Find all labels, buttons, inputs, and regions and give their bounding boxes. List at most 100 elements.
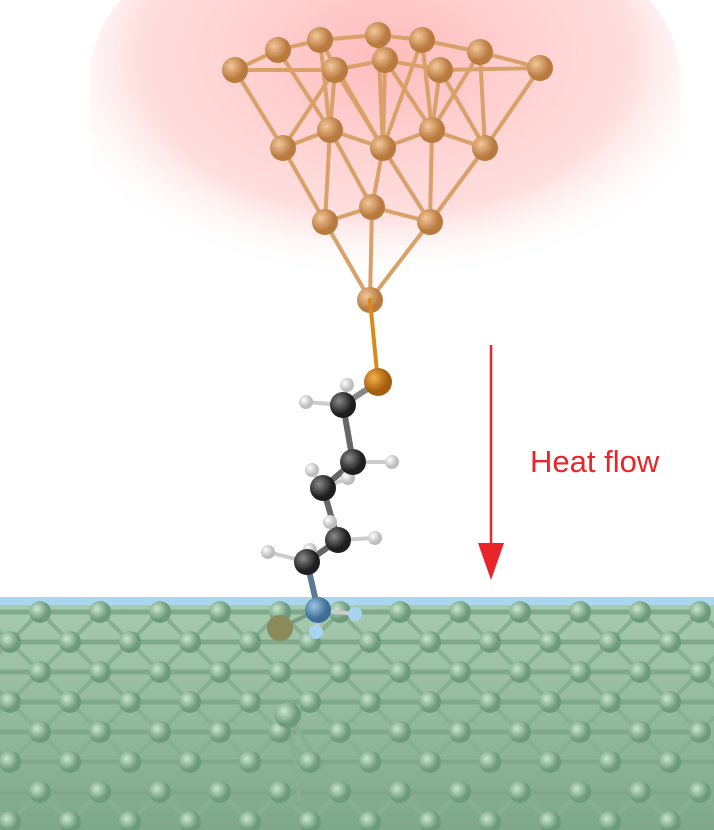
substrate-atom (479, 631, 501, 653)
substrate-atom (0, 811, 21, 830)
hydrogen-atom (261, 545, 275, 559)
gold-atom (365, 22, 391, 48)
arrow-down-icon (478, 543, 504, 580)
substrate-atom (569, 781, 591, 803)
substrate-atom (89, 661, 111, 683)
substrate-atom (629, 601, 651, 623)
gold-bond (328, 128, 374, 209)
gold-atom (527, 55, 553, 81)
substrate-atom (659, 811, 681, 830)
substrate-atom (119, 811, 141, 830)
hydrogen-atom (340, 378, 354, 392)
substrate-atom (89, 781, 111, 803)
gold-atom (307, 27, 333, 53)
substrate-atom (359, 811, 381, 830)
hydrogen-atom (299, 395, 313, 409)
substrate-atom (539, 631, 561, 653)
substrate-atom (659, 631, 681, 653)
substrate-atom (179, 751, 201, 773)
gold-bond (430, 50, 482, 132)
gold-atom (472, 135, 498, 161)
gold-atom (270, 135, 296, 161)
substrate-atom (629, 781, 651, 803)
gold-bond (323, 128, 332, 224)
substrate-atom (239, 751, 261, 773)
substrate-atom (149, 721, 171, 743)
gold-atom (312, 209, 338, 235)
substrate-atom (149, 661, 171, 683)
sulfur-atom (364, 368, 392, 396)
gold-atom (265, 37, 291, 63)
substrate-atom (149, 781, 171, 803)
gold-bond (428, 128, 434, 224)
gold-bond (438, 66, 542, 72)
substrate-atom (479, 751, 501, 773)
substrate-atom (539, 811, 561, 830)
substrate-atom (269, 781, 291, 803)
carbon-atom (340, 449, 366, 475)
nitrogen-atom (305, 597, 331, 623)
gold-bond (483, 66, 542, 150)
gold-atom (417, 209, 443, 235)
substrate-atom (119, 691, 141, 713)
substrate-atom (89, 721, 111, 743)
substrate-atom (329, 781, 351, 803)
substrate-atom (239, 691, 261, 713)
substrate-atom (509, 601, 531, 623)
heat-flow-label: Heat flow (530, 444, 660, 479)
substrate-atom (689, 781, 711, 803)
substrate-atom (179, 811, 201, 830)
substrate-anchor-atom (275, 702, 301, 728)
gold-atom (467, 39, 493, 65)
gold-bond (420, 38, 434, 132)
gold-bond (368, 220, 432, 302)
substrate-atom (509, 721, 531, 743)
hydrogen-atom (309, 625, 323, 639)
substrate-atom (659, 751, 681, 773)
gold-bond (438, 68, 487, 150)
substrate-atom (449, 721, 471, 743)
substrate-atom (359, 631, 381, 653)
substrate-atom (29, 721, 51, 743)
gold-atom (372, 47, 398, 73)
substrate-atom (329, 721, 351, 743)
substrate-atom (449, 781, 471, 803)
substrate-atom (449, 601, 471, 623)
substrate-atom (569, 601, 591, 623)
substrate-atom (239, 631, 261, 653)
substrate-atom (179, 631, 201, 653)
gold-bond (383, 58, 434, 132)
substrate-atom (329, 661, 351, 683)
substrate-atom (539, 751, 561, 773)
hydrogen-atom (305, 463, 319, 477)
gold-bond (381, 146, 432, 224)
substrate-atom (299, 811, 321, 830)
substrate-atom (689, 721, 711, 743)
substrate-atom (599, 691, 621, 713)
substrate-atom (29, 661, 51, 683)
hydrogen-atom (323, 515, 337, 529)
substrate-atom (209, 661, 231, 683)
substrate-atom (359, 751, 381, 773)
hot-region-glow (90, 0, 680, 340)
substrate-atom (0, 751, 21, 773)
substrate-atom (89, 601, 111, 623)
carbon-atom (310, 475, 336, 501)
substrate-atom (119, 631, 141, 653)
gold-bond (368, 205, 374, 302)
gold-bond (233, 68, 285, 150)
substrate-atom (599, 811, 621, 830)
substrate-atom (59, 751, 81, 773)
gold-bond (323, 220, 372, 302)
gold-bond (428, 146, 487, 224)
substrate-atom (209, 721, 231, 743)
substrate-atom (539, 691, 561, 713)
substrate-atom (629, 721, 651, 743)
substrate-atom (419, 751, 441, 773)
substrate-atom (419, 691, 441, 713)
substrate-atom (299, 691, 321, 713)
gold-bond (276, 48, 332, 132)
gold-atom (370, 135, 396, 161)
